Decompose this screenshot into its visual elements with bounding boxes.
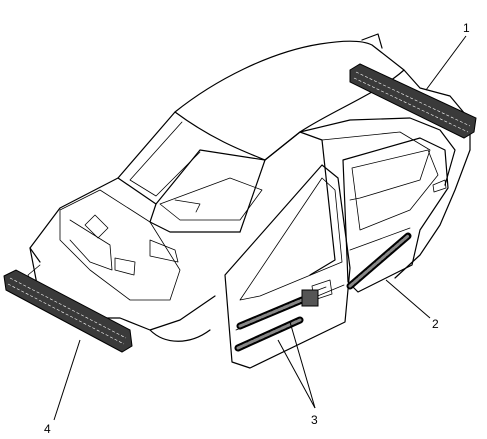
callout-2: 2 [432, 317, 439, 331]
front-door [224, 164, 351, 369]
front-bumper-beam [3, 269, 133, 353]
leader-3a [289, 321, 316, 409]
callout-1: 1 [463, 21, 470, 35]
callout-4: 4 [44, 422, 51, 436]
rear-door-impact-beam [346, 232, 412, 290]
leader-3b [277, 339, 316, 409]
callout-3: 3 [311, 413, 318, 427]
leader-4 [53, 339, 81, 421]
front-door-impact-beams [234, 289, 319, 352]
leader-1 [425, 35, 467, 91]
rear-bumper-beam [349, 63, 477, 139]
leader-2 [385, 279, 431, 319]
rear-door [342, 137, 449, 293]
leader-lines [53, 35, 467, 421]
